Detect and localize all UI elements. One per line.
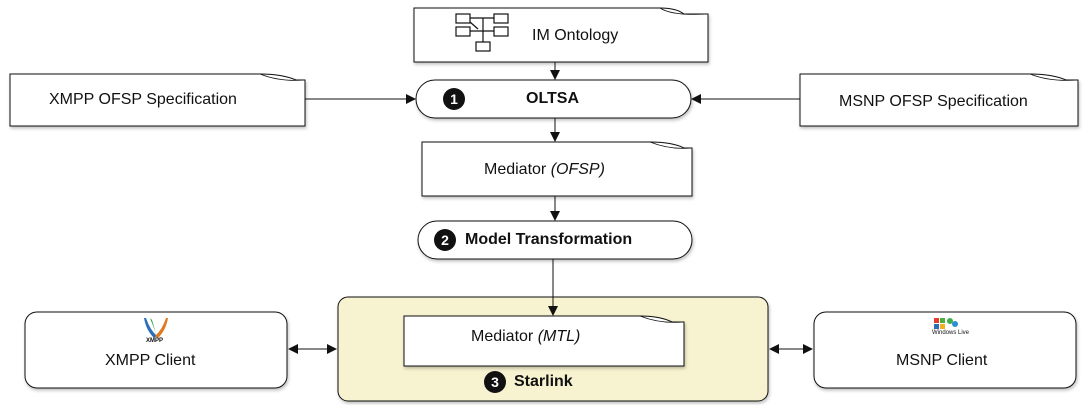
- oltsa-label: OLTSA: [526, 90, 580, 107]
- model-transformation-step-number: 2: [434, 229, 456, 251]
- xmpp-client-box: [24, 311, 288, 389]
- msnp-client-label: MSNP Client: [896, 352, 988, 369]
- im-ontology-label: IM Ontology: [532, 27, 619, 44]
- mediator-ofsp-label: Mediator (OFSP): [484, 161, 605, 178]
- msnp-spec-label: MSNP OFSP Specification: [839, 93, 1028, 110]
- ontology-graph-icon: [455, 13, 509, 52]
- xmpp-spec-box: [9, 73, 306, 127]
- xmpp-spec-label: XMPP OFSP Specification: [49, 91, 237, 108]
- model-transformation-pill: [417, 220, 693, 260]
- msnp-client-box: [813, 311, 1077, 389]
- starlink-step-number: 3: [484, 371, 506, 393]
- xmpp-client-label: XMPP Client: [105, 352, 196, 369]
- starlink-label: Starlink: [514, 373, 573, 390]
- msnp-spec-box: [799, 73, 1079, 127]
- mediator-mtl-box: [403, 315, 685, 367]
- windows-live-logo-text: Windows Live: [932, 330, 970, 336]
- mediator-ofsp-box: [421, 141, 693, 197]
- xmpp-logo-text: XMPP: [146, 338, 164, 344]
- windows-live-logo-icon: [934, 318, 958, 329]
- model-transformation-label: Model Transformation: [465, 231, 633, 248]
- xmpp-logo-icon: [144, 318, 168, 338]
- oltsa-step-number: 1: [443, 88, 465, 110]
- mediator-mtl-label: Mediator (MTL): [471, 328, 581, 345]
